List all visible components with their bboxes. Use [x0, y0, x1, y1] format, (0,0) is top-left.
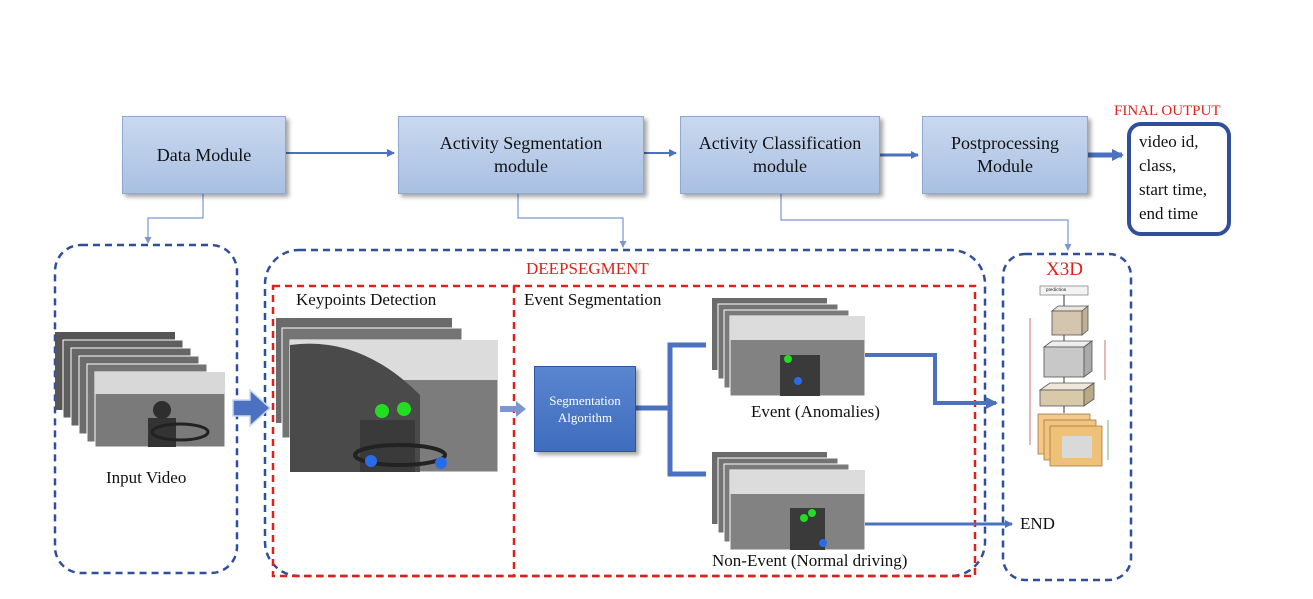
input-video-frames	[55, 332, 226, 448]
input-video-label: Input Video	[106, 468, 187, 487]
activity-classification-label: Activity Classification module	[698, 133, 862, 176]
segmentation-algorithm-box[interactable]: Segmentation Algorithm	[534, 366, 636, 452]
non-event-frames	[712, 452, 866, 551]
data-module[interactable]: Data Module	[122, 116, 286, 194]
x3d-container	[1001, 252, 1133, 582]
event-segmentation-label: Event Segmentation	[524, 290, 662, 309]
x3d-title: X3D	[1046, 259, 1083, 280]
activity-segmentation-label: Activity Segmentation module	[439, 133, 603, 176]
deepsegment-red-frame	[271, 284, 977, 578]
non-event-label: Non-Event (Normal driving)	[712, 551, 908, 570]
final-output-title: FINAL OUTPUT	[1114, 103, 1221, 119]
postprocessing-label: Postprocessing Module	[951, 133, 1059, 176]
connector-class-to-x3d	[780, 192, 1072, 251]
activity-classification-module[interactable]: Activity Classification module	[680, 116, 880, 194]
connector-data-to-input	[144, 192, 204, 244]
branch-to-event	[634, 342, 706, 411]
keypoints-frames	[276, 318, 499, 473]
arrow-event-to-x3d	[865, 353, 998, 409]
arrow-keypoints-to-segmentation	[500, 401, 526, 417]
postprocessing-module[interactable]: Postprocessing Module	[922, 116, 1088, 194]
final-output-box: video id, class, start time, end time	[1127, 122, 1231, 236]
connector-seg-to-deepsegment	[517, 192, 627, 248]
branch-to-non-event	[667, 408, 706, 477]
final-output-line-3: start time,	[1139, 180, 1207, 199]
final-output-line-2: class,	[1139, 156, 1177, 175]
segmentation-algorithm-label: Segmentation Algorithm	[549, 393, 621, 425]
x3d-network-illustration	[1029, 285, 1109, 467]
end-label: END	[1020, 514, 1055, 533]
data-module-label: Data Module	[156, 144, 252, 165]
deepsegment-title: DEEPSEGMENT	[526, 259, 649, 278]
final-output-line-1: video id,	[1139, 132, 1199, 151]
event-anomalies-label: Event (Anomalies)	[751, 402, 880, 421]
activity-segmentation-module[interactable]: Activity Segmentation module	[398, 116, 644, 194]
keypoints-detection-label: Keypoints Detection	[296, 290, 437, 309]
event-frames	[712, 298, 866, 397]
final-output-line-4: end time	[1139, 204, 1199, 223]
x3d-prediction-label: prediction	[1046, 288, 1067, 293]
big-arrow-input-to-keypoints	[232, 388, 272, 428]
